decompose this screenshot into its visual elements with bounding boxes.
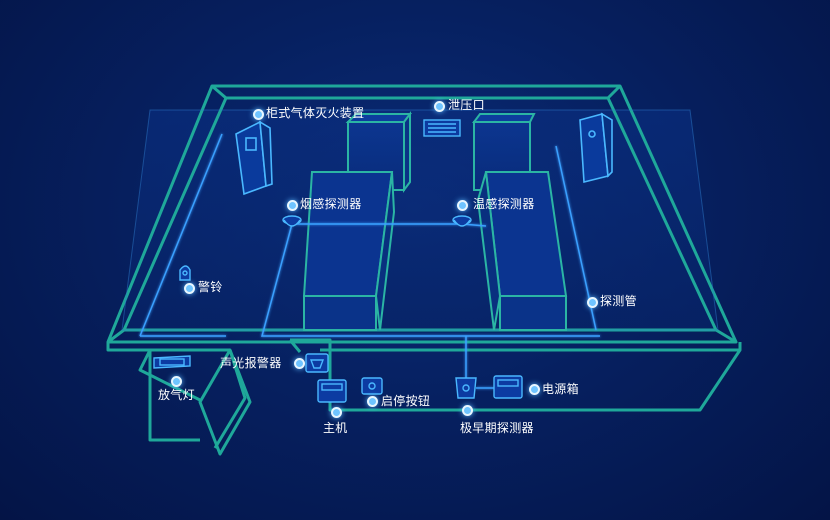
label-smoke-detector: 烟感探测器 bbox=[300, 197, 362, 211]
server-cabinets bbox=[302, 111, 568, 331]
marker-early-detector bbox=[462, 405, 473, 416]
early-detector-device bbox=[455, 377, 477, 399]
marker-sound-light-alarm bbox=[294, 358, 305, 369]
sound-light-alarm-device bbox=[305, 353, 329, 373]
marker-power-box bbox=[529, 384, 540, 395]
marker-temp-detector bbox=[457, 200, 468, 211]
cabinet-extinguisher-left bbox=[235, 120, 273, 196]
marker-alarm-bell bbox=[184, 283, 195, 294]
label-alarm-bell: 警铃 bbox=[198, 280, 223, 294]
label-start-stop-button: 启停按钮 bbox=[381, 394, 431, 408]
marker-pressure-relief bbox=[434, 101, 445, 112]
label-temp-detector: 温感探测器 bbox=[473, 197, 535, 211]
cabinet-extinguisher-right bbox=[579, 112, 613, 184]
marker-start-stop-button bbox=[367, 396, 378, 407]
start-stop-button-device bbox=[361, 377, 383, 395]
alarm-bell-device bbox=[179, 265, 191, 281]
smoke-detector-device bbox=[282, 215, 302, 227]
marker-smoke-detector bbox=[287, 200, 298, 211]
release-light-device bbox=[153, 355, 191, 369]
label-power-box: 电源箱 bbox=[542, 382, 579, 396]
pressure-relief-vent bbox=[423, 119, 461, 137]
marker-detection-pipe bbox=[587, 297, 598, 308]
host-device bbox=[317, 379, 347, 403]
label-host: 主机 bbox=[323, 421, 348, 435]
label-pressure-relief: 泄压口 bbox=[448, 98, 485, 112]
temp-detector-device bbox=[452, 215, 472, 227]
label-detection-pipe: 探测管 bbox=[600, 294, 637, 308]
power-box-device bbox=[493, 375, 523, 399]
marker-host bbox=[331, 407, 342, 418]
label-release-light: 放气灯 bbox=[158, 388, 195, 402]
floor-rim bbox=[121, 109, 719, 331]
label-cabinet-extinguisher: 柜式气体灭火装置 bbox=[266, 106, 365, 120]
label-early-detector: 极早期探测器 bbox=[460, 421, 534, 435]
label-sound-light-alarm: 声光报警器 bbox=[220, 356, 282, 370]
marker-cabinet-extinguisher bbox=[253, 109, 264, 120]
marker-release-light bbox=[171, 376, 182, 387]
